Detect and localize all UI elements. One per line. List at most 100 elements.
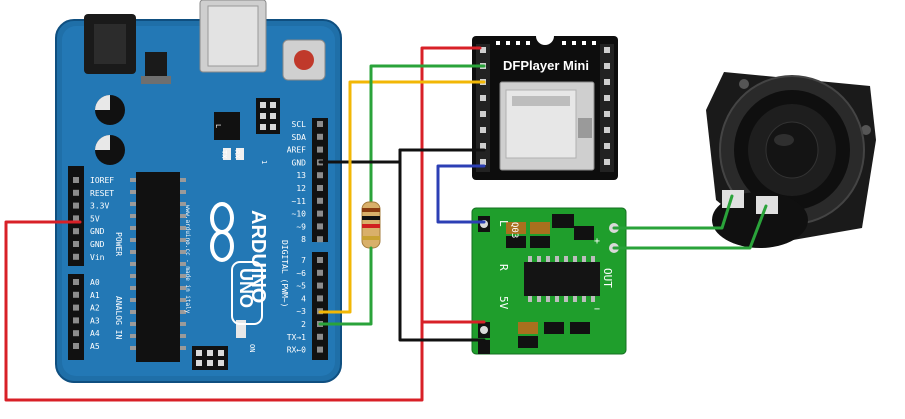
pin-label: ~5: [296, 282, 306, 291]
header-pin: [317, 146, 323, 153]
pin-label: ~6: [296, 269, 306, 278]
pin-label: A4: [90, 329, 100, 338]
pin-label: A5: [90, 342, 100, 351]
pin-label: 8: [301, 235, 306, 244]
header-pin: [73, 279, 79, 285]
header-pin: [73, 291, 79, 298]
arduino-brand-label: ARDUINO: [247, 210, 269, 303]
header-pin: [317, 133, 323, 140]
amp-label-l: L: [497, 220, 510, 227]
pin-label: A0: [90, 278, 100, 287]
pin-label: A2: [90, 304, 100, 313]
amplifier-module: Q03 L R OUT 5V + −: [471, 207, 627, 355]
header-pin: [73, 304, 79, 311]
header-digital: [312, 252, 328, 360]
wires: [4, 46, 768, 402]
arduino-model-label: UNO: [236, 268, 256, 308]
wire-black-gnd: [318, 148, 486, 164]
header-pin: [73, 241, 79, 247]
pin-label: ~10: [292, 210, 307, 219]
header-pin: [317, 223, 323, 230]
header-pin: [317, 269, 323, 276]
header-pin: [73, 202, 79, 209]
header-pin: [73, 228, 79, 235]
pin-label: A3: [90, 316, 100, 325]
amp-label-5v: 5V: [497, 296, 510, 310]
pin-label: 5V: [90, 214, 100, 223]
header-pin: [317, 197, 323, 204]
icsp-header-bottom: [192, 346, 228, 370]
header-pin: [73, 177, 79, 183]
power-header-title: POWER: [114, 232, 123, 256]
amp-label-plus: +: [594, 236, 600, 247]
pin-label: ~11: [292, 197, 307, 206]
atmega-chip: [136, 172, 180, 362]
header-pin: [317, 295, 323, 302]
header-pin: [73, 330, 79, 337]
header-pin: [73, 253, 79, 260]
pin-label: GND: [292, 158, 307, 167]
amp-label-minus: −: [594, 304, 600, 315]
wire-green-rx-top: [369, 64, 486, 152]
wire-green-speaker-plus: [612, 194, 734, 230]
header-pin: [73, 215, 79, 222]
wire-blue-audio: [436, 164, 486, 224]
pin-label: 3.3V: [90, 202, 109, 211]
header-pin: [317, 346, 323, 353]
speaker: [706, 72, 876, 248]
pin-label: SDA: [292, 133, 307, 142]
dfplayer-title: DFPlayer Mini: [503, 58, 589, 73]
pin-label: 2: [301, 320, 306, 329]
pin-label: SCL: [292, 120, 307, 129]
sd-card-slot: [499, 81, 595, 171]
wire-yellow-tx: [318, 80, 486, 314]
pin-label: RESET: [90, 189, 114, 198]
header-pin: [317, 257, 323, 263]
wire-black-amp-gnd: [398, 148, 486, 342]
pin-label: ~9: [296, 222, 306, 231]
header-pin: [317, 121, 323, 127]
pin-label: Vin: [90, 253, 105, 262]
pin-label: TX→1: [287, 333, 306, 342]
capacitor-2: [95, 135, 125, 165]
header-pin: [317, 236, 323, 243]
pin-label: GND: [90, 240, 105, 249]
amp-chip-marking: Q03: [509, 222, 519, 238]
capacitor-1: [95, 95, 125, 125]
one-label: 1: [260, 160, 268, 164]
pin-label: 13: [296, 171, 306, 180]
tx-label: TX: [220, 150, 228, 159]
rx-label: RX: [233, 150, 241, 159]
header-pin: [317, 282, 323, 289]
on-label: ON: [248, 344, 256, 352]
header-pin: [317, 172, 323, 179]
pin-label: RX←0: [287, 346, 306, 355]
arduino-website-label: www.arduino.cc - made in italy: [184, 205, 191, 314]
dfplayer-mini-module: DFPlayer Mini: [472, 36, 618, 180]
header-pin: [317, 185, 323, 191]
header-top-right: [312, 118, 328, 242]
wire-red-5v: [4, 46, 482, 402]
pin-label: GND: [90, 227, 105, 236]
pin-label: AREF: [287, 146, 306, 155]
pin-label: 12: [296, 184, 306, 193]
arduino-logo: [210, 202, 234, 262]
wire-green-rx: [318, 246, 373, 326]
amp-label-out: OUT: [601, 268, 614, 288]
analog-header-title: ANALOG IN: [114, 296, 123, 340]
header-pin: [317, 210, 323, 217]
icsp-header-top: [256, 98, 280, 134]
pin-label: 4: [301, 294, 306, 303]
wire-green-speaker-minus: [612, 204, 768, 250]
header-pin: [317, 333, 323, 340]
arduino-uno-board: ARDUINO UNO www.arduino.cc - made in ita…: [55, 0, 342, 383]
digital-header-title: DIGITAL (PWM~): [280, 240, 289, 307]
header-pin: [73, 317, 79, 324]
l-led-label: L: [214, 124, 222, 128]
resistor: [361, 150, 381, 249]
amp-label-r: R: [497, 264, 510, 271]
header-pin: [73, 343, 79, 349]
header-pin: [73, 189, 79, 196]
pin-label: IOREF: [90, 176, 114, 185]
